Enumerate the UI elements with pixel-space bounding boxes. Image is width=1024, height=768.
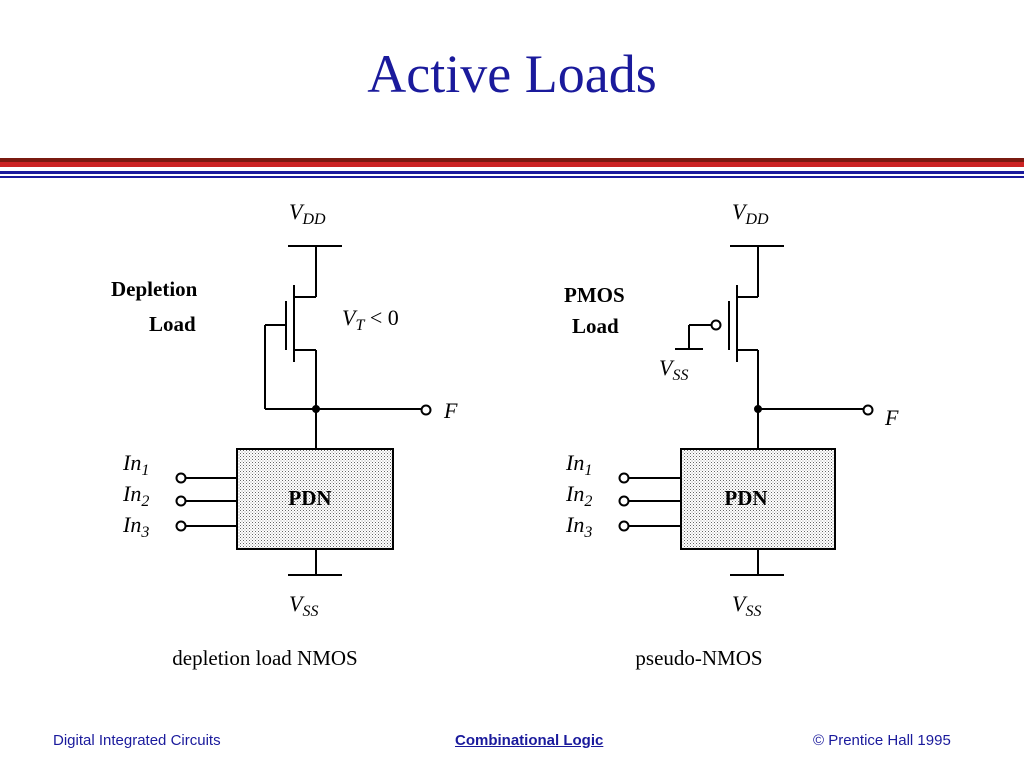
left-input-terminal-2 <box>175 495 187 507</box>
divider-bar-dark <box>0 158 1024 162</box>
right-load-label-line1: PMOS <box>564 283 625 307</box>
left-pdn-label: PDN <box>288 486 331 510</box>
right-output-label: F <box>884 405 899 430</box>
footer-center: Combinational Logic <box>455 732 604 749</box>
left-caption: depletion load NMOS <box>172 646 357 670</box>
left-load-label-line1: Depletion <box>111 277 198 301</box>
right-input-label-1: In1 <box>565 450 592 479</box>
right-caption: pseudo-NMOS <box>635 646 762 670</box>
right-input-label-3: In3 <box>565 512 592 541</box>
left-junction-dot <box>312 405 320 413</box>
left-pdn-block <box>236 448 394 550</box>
right-input-terminal-3 <box>618 520 630 532</box>
right-input-terminal-1 <box>618 472 630 484</box>
slide-title: Active Loads <box>367 44 657 104</box>
right-vss-label: VSS <box>732 591 761 620</box>
left-output-terminal <box>420 404 432 416</box>
left-input-terminal-3 <box>175 520 187 532</box>
divider-bar-blue-2 <box>0 176 1024 178</box>
left-input-label-1: In1 <box>122 450 149 479</box>
right-output-terminal <box>862 404 874 416</box>
divider-bar-red <box>0 162 1024 167</box>
left-input-terminal-1 <box>175 472 187 484</box>
threshold-voltage-label: VT < 0 <box>342 305 399 334</box>
right-load-label-line2: Load <box>572 314 619 338</box>
left-circuit <box>175 245 432 576</box>
right-input-label-2: In2 <box>565 481 592 510</box>
footer-right: © Prentice Hall 1995 <box>813 732 951 749</box>
left-output-label: F <box>443 398 458 423</box>
right-junction-dot <box>754 405 762 413</box>
right-gate-bubble <box>710 319 722 331</box>
divider-bar-blue-1 <box>0 171 1024 174</box>
right-pdn-label: PDN <box>724 486 767 510</box>
left-load-label-line2: Load <box>149 312 196 336</box>
right-circuit <box>618 245 874 576</box>
right-vdd-label: VDD <box>732 199 769 228</box>
footer-left: Digital Integrated Circuits <box>53 732 221 749</box>
left-vss-label: VSS <box>289 591 318 620</box>
left-input-label-2: In2 <box>122 481 149 510</box>
right-gate-vss-label: VSS <box>659 355 688 384</box>
left-input-label-3: In3 <box>122 512 149 541</box>
right-input-terminal-2 <box>618 495 630 507</box>
left-vdd-label: VDD <box>289 199 326 228</box>
